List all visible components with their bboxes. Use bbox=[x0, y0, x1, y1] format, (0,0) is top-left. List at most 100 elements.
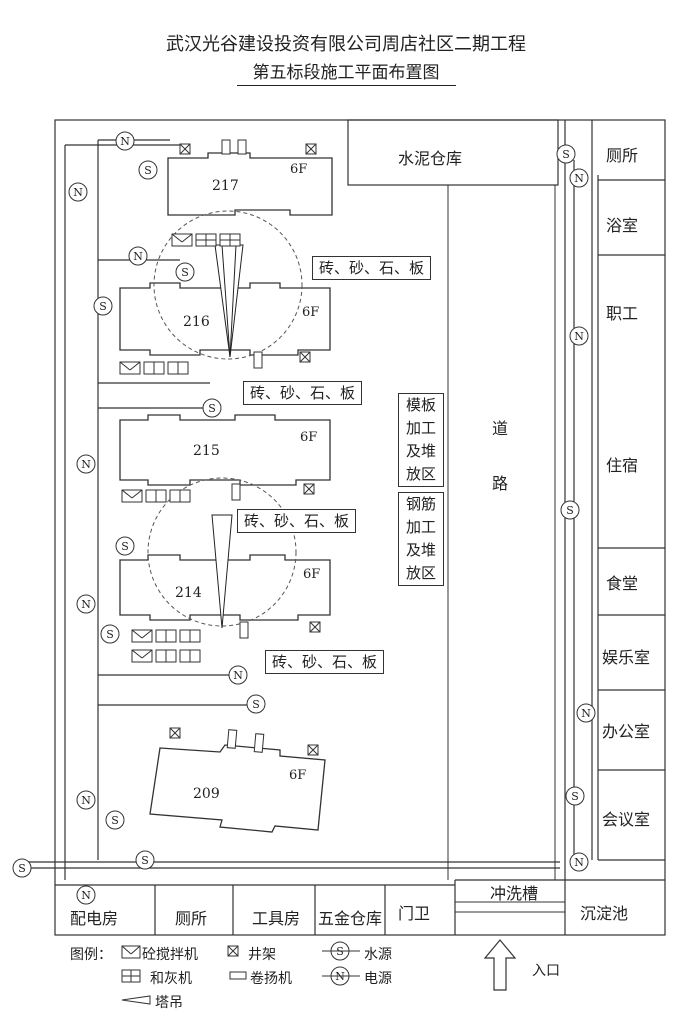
water-source-letter: S bbox=[111, 814, 119, 827]
concrete-mixer bbox=[121, 489, 143, 503]
water-source-icon bbox=[115, 536, 135, 556]
water-source-letter: S bbox=[18, 862, 26, 875]
water-source-letter: S bbox=[252, 698, 260, 711]
cement-warehouse-label: 水泥仓库 bbox=[398, 149, 463, 168]
legend-winch: 卷扬机 bbox=[250, 971, 292, 987]
bottom-room-guard: 门卫 bbox=[398, 904, 431, 923]
right-room-recreation: 娱乐室 bbox=[602, 648, 651, 667]
water-source-icon bbox=[100, 624, 120, 644]
material-area: 砖、砂、石、板 bbox=[243, 381, 363, 405]
bottom-room-toilet: 厕所 bbox=[175, 909, 208, 928]
power-source-letter: N bbox=[574, 172, 584, 185]
formwork-area: 模板加工 及堆放区 bbox=[398, 393, 444, 487]
rebar-area: 钢筋加工 及堆放区 bbox=[398, 492, 444, 586]
water-source-letter: S bbox=[99, 300, 107, 313]
water-source-letter: S bbox=[181, 266, 189, 279]
power-source-icon bbox=[228, 665, 248, 685]
winch bbox=[239, 621, 249, 639]
power-source-letter: N bbox=[81, 889, 91, 902]
water-source-icon bbox=[105, 810, 125, 830]
wash-trough-label: 冲洗槽 bbox=[490, 884, 539, 903]
water-source-letter: S bbox=[562, 148, 570, 161]
material-area: 砖、砂、石、板 bbox=[265, 650, 385, 674]
power-source-letter: N bbox=[73, 186, 83, 199]
power-source-letter: N bbox=[120, 135, 130, 148]
settling-tank-label: 沉淀池 bbox=[580, 904, 629, 923]
legend-water: 水源 bbox=[364, 947, 392, 963]
wash-trough-grille bbox=[455, 901, 565, 913]
water-source-icon bbox=[135, 850, 155, 870]
right-room-bath: 浴室 bbox=[606, 216, 639, 235]
power-source-icon bbox=[569, 168, 589, 188]
water-source-icon bbox=[138, 160, 158, 180]
winch bbox=[231, 483, 241, 501]
water-source-icon bbox=[202, 398, 222, 418]
power-source-icon bbox=[76, 790, 96, 810]
power-source-icon bbox=[128, 246, 148, 266]
building-215 bbox=[119, 414, 331, 486]
road-label-2: 路 bbox=[492, 474, 509, 493]
power-source-icon bbox=[76, 885, 96, 905]
winch bbox=[226, 729, 238, 749]
power-source-icon bbox=[68, 182, 88, 202]
water-source-icon bbox=[565, 786, 585, 806]
power-source-letter: N bbox=[133, 250, 143, 263]
entrance-arrow bbox=[483, 939, 517, 991]
water-source-letter: S bbox=[106, 628, 114, 641]
power-source-icon bbox=[115, 131, 135, 151]
right-room-office: 办公室 bbox=[602, 722, 651, 741]
crane-radius-2 bbox=[147, 477, 297, 627]
legend-prefix: 图例： bbox=[70, 947, 112, 963]
legend-mixer: 砼搅拌机 bbox=[142, 947, 198, 963]
legend-hoist-frame: 井架 bbox=[248, 947, 276, 963]
building-number: 209 bbox=[193, 786, 220, 802]
bottom-room-power: 配电房 bbox=[70, 909, 119, 928]
building-floors: 6F bbox=[302, 305, 320, 320]
concrete-mixer bbox=[131, 629, 153, 643]
winch bbox=[237, 139, 247, 155]
power-source-letter: N bbox=[81, 598, 91, 611]
power-source-letter: N bbox=[581, 707, 591, 720]
legend-mortar: 和灰机 bbox=[150, 971, 192, 987]
bottom-room-tools: 工具房 bbox=[252, 909, 301, 928]
power-source-letter: N bbox=[81, 458, 91, 471]
power-source-letter: N bbox=[233, 669, 243, 682]
building-number: 214 bbox=[175, 585, 202, 601]
water-source-icon bbox=[556, 144, 576, 164]
right-room-meeting: 会议室 bbox=[602, 810, 651, 829]
building-number: 215 bbox=[193, 443, 220, 459]
power-source-icon bbox=[576, 703, 596, 723]
crane-boom-2 bbox=[211, 514, 233, 629]
right-room-staff: 职工 bbox=[606, 304, 639, 323]
power-source-letter: N bbox=[574, 856, 584, 869]
building-number: 216 bbox=[183, 314, 210, 330]
water-source-letter: S bbox=[144, 164, 152, 177]
power-source-letter: N bbox=[574, 330, 584, 343]
water-source-icon bbox=[560, 500, 580, 520]
concrete-mixer bbox=[131, 649, 153, 663]
winch bbox=[221, 139, 231, 155]
right-room-dorm: 住宿 bbox=[606, 456, 639, 475]
legend-power: 电源 bbox=[364, 971, 392, 987]
building-number: 217 bbox=[212, 178, 239, 194]
water-source-icon bbox=[12, 858, 32, 878]
road-label-1: 道 bbox=[492, 419, 509, 438]
building-floors: 6F bbox=[300, 430, 318, 445]
concrete-mixer bbox=[171, 233, 193, 247]
legend-crane: 塔吊 bbox=[155, 995, 183, 1011]
building-209 bbox=[149, 744, 326, 833]
water-source-letter: S bbox=[566, 504, 574, 517]
power-source-letter: N bbox=[81, 794, 91, 807]
winch bbox=[253, 351, 263, 369]
building-floors: 6F bbox=[303, 567, 321, 582]
building-floors: 6F bbox=[289, 768, 307, 783]
water-source-letter: S bbox=[208, 402, 216, 415]
material-area: 砖、砂、石、板 bbox=[237, 509, 357, 533]
building-floors: 6F bbox=[290, 162, 308, 177]
water-source-icon bbox=[246, 694, 266, 714]
power-source-icon bbox=[76, 594, 96, 614]
water-source-letter: S bbox=[141, 854, 149, 867]
right-room-toilet: 厕所 bbox=[606, 146, 639, 165]
crane-radius-1 bbox=[153, 210, 303, 360]
